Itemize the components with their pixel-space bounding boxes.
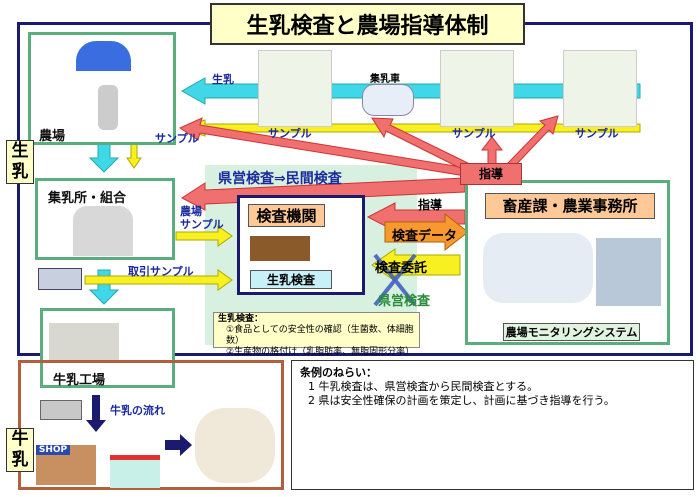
note-title: 生乳検査： — [218, 314, 264, 324]
farm-label: 農場 — [39, 129, 66, 144]
monitoring-system-label: 農場モニタリングシステム — [503, 323, 640, 341]
barn-icon — [76, 41, 131, 71]
to-consumer-arrow — [165, 434, 192, 456]
tank-truck-icon — [362, 84, 414, 116]
commission-label: 検査委託 — [375, 261, 428, 276]
staff-meeting-image — [483, 233, 593, 303]
milk-side-label: 牛 乳 — [6, 428, 34, 472]
sample-label-3: サンプル — [452, 127, 496, 140]
farm-box: 農場 — [28, 32, 176, 145]
office-label: 畜産課・農業事務所 — [485, 193, 655, 219]
milk-flow-arrow — [86, 395, 106, 432]
sample-label-2: サンプル — [268, 127, 312, 140]
commission-arrow — [371, 248, 461, 282]
guidance-tag: 指導 — [460, 163, 522, 185]
truck-label: 集乳車 — [370, 74, 400, 85]
shop-sign: SHOP — [36, 445, 70, 455]
prefectural-label: 県営検査 — [378, 294, 431, 309]
milk-flow-label: 牛乳の流れ — [110, 404, 165, 417]
note-line-1: ①食品としての安全性の確認（生菌数、体細胞数） — [226, 325, 414, 346]
guidance-arrow-farm — [178, 117, 481, 179]
inspection-agency-box: 検査機関 生乳検査 — [237, 195, 365, 295]
farm-sample-arrow — [175, 225, 233, 247]
factory-icon — [49, 323, 119, 363]
guidance-label: 指導 — [418, 198, 443, 212]
delivery-truck-icon — [40, 400, 82, 420]
sample-label-1: サンプル — [155, 132, 199, 145]
convenience-store-icon — [110, 455, 160, 488]
guidance-arrow-truck — [371, 117, 479, 175]
office-box: 畜産課・農業事務所 農場モニタリングシステム — [465, 180, 670, 345]
trade-sample-arrow — [84, 269, 233, 291]
data-arrow — [384, 212, 469, 252]
raw-milk-test-label: 生乳検査 — [250, 270, 332, 289]
aims-box: 条例のねらい： 1 牛乳検査は、県営検査から民間検査とする。 2 県は安全性確保… — [291, 360, 694, 490]
aims-item-2: 2 県は安全性確保の計画を策定し、計画に基づき指導を行う。 — [308, 394, 615, 407]
sample-label-4: サンプル — [575, 127, 619, 140]
factory-box: 牛乳工場 — [40, 308, 175, 388]
inspection-agency-label: 検査機関 — [248, 204, 325, 227]
collection-box: 集乳所・組合 — [35, 178, 175, 260]
guidance-arrow-farm2 — [480, 136, 504, 166]
lorry-icon — [38, 268, 82, 290]
milk-can-icon — [98, 85, 118, 130]
aims-title: 条例のねらい： — [300, 366, 377, 379]
inspection-heading: 県営検査⇒民間検査 — [218, 171, 342, 187]
farm-image-2 — [440, 50, 514, 127]
trade-sample-label: 取引サンプル — [128, 265, 194, 278]
page-title: 生乳検査と農場指導体制 — [210, 3, 525, 45]
guidance-arrow-collection — [181, 177, 466, 211]
cancel-cross-icon — [373, 253, 417, 307]
silo-icon — [73, 206, 133, 256]
down-arrow-2 — [88, 269, 120, 305]
farm-sample-label: 農場 サンプル — [180, 205, 224, 231]
milk-frame — [18, 360, 284, 490]
collection-label: 集乳所・組合 — [48, 191, 127, 206]
farm-image-1 — [258, 50, 332, 127]
raw-milk-side-label: 生 乳 — [6, 140, 34, 184]
shop-icon: SHOP — [36, 445, 96, 485]
inspector-image — [596, 238, 661, 306]
note-line-2: ②生産物の格付け（乳脂肪率、無脂固形分率） — [226, 347, 415, 357]
raw-milk-label: 生乳 — [212, 73, 234, 86]
farm-image-3 — [563, 50, 637, 127]
consumers-image — [195, 408, 275, 483]
inspection-data-label: 検査データ — [392, 229, 458, 244]
aims-item-1: 1 牛乳検査は、県営検査から民間検査とする。 — [308, 380, 539, 393]
factory-label: 牛乳工場 — [53, 373, 106, 388]
raw-milk-test-note: 生乳検査： ①食品としての安全性の確認（生菌数、体細胞数） ②生産物の格付け（乳… — [213, 312, 420, 357]
building-icon — [250, 236, 310, 261]
